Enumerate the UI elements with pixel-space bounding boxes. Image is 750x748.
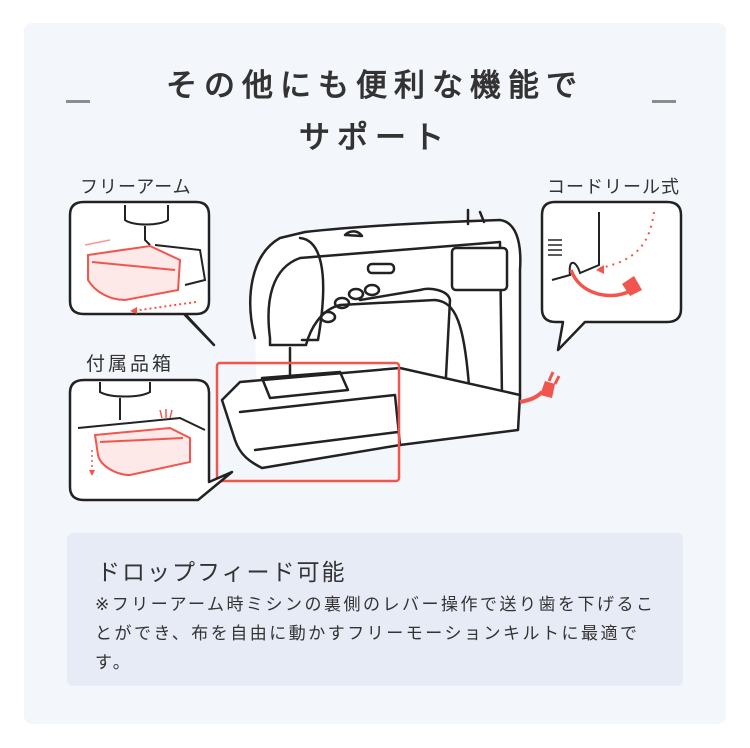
free-arm-label: フリーアーム	[80, 177, 192, 198]
page-title-line-2: サポート	[299, 120, 451, 156]
title-dash-left	[66, 100, 90, 103]
accessory-box-label: 付属品箱	[86, 353, 175, 375]
sewing-machine-icon	[220, 208, 522, 470]
highlight-frame	[215, 361, 401, 483]
info-box-title: ドロップフィード可能	[97, 560, 347, 586]
info-box: ドロップフィード可能 ※フリーアーム時ミシンの裏側のレバー操作で送り歯を下げるこ…	[67, 533, 683, 686]
info-box-body: ※フリーアーム時ミシンの裏側のレバー操作で送り歯を下げることができ、布を自由に動…	[95, 595, 656, 673]
title-dash-right	[652, 100, 676, 103]
cord-reel-label: コードリール式	[547, 177, 680, 198]
power-plug-icon	[519, 371, 561, 404]
free-arm-illustration	[68, 200, 216, 347]
accessory-box-illustration	[68, 378, 234, 502]
cord-reel-illustration	[540, 200, 683, 352]
page-title-line-1: その他にも便利な機能で	[166, 68, 584, 104]
